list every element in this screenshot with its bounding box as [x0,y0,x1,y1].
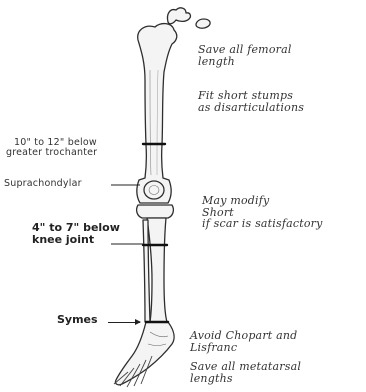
label-line: 4" to 7" below [32,222,120,234]
label-line: Save all metatarsal [190,361,301,373]
label-avoid-chopart: Avoid Chopart and Lisfranc [190,330,297,353]
bone-fragment [196,19,210,28]
label-save-metatarsal: Save all metatarsal lengths [190,361,301,384]
label-line: if scar is satisfactory [202,218,323,230]
label-line: Suprachondylar [4,179,82,189]
label-line: Fit short stumps [198,90,304,102]
label-may-modify: May modify Short if scar is satisfactory [202,195,323,230]
label-line: knee joint [32,234,120,246]
pelvis-fragment [167,8,190,24]
tibia-head [137,205,174,218]
label-line: greater trochanter [6,148,97,158]
label-save-femoral-length: Save all femoral length [198,44,292,67]
label-line: length [198,56,292,68]
label-line: May modify [202,195,323,207]
label-symes: Symes [57,314,98,326]
symes-arrow-icon [108,322,140,323]
label-line: Avoid Chopart and [190,330,297,342]
patella [144,181,164,199]
label-below-greater-trochanter: 10" to 12" below greater trochanter [6,138,97,158]
label-fit-short-stumps: Fit short stumps as disarticulations [198,90,304,113]
label-line: Lisfranc [190,342,297,354]
label-line: as disarticulations [198,102,304,114]
label-suprachondylar: Suprachondylar [4,179,82,189]
label-line: lengths [190,373,301,385]
label-line: Save all femoral [198,44,292,56]
femur-bone [137,24,177,203]
label-below-knee-joint: 4" to 7" below knee joint [32,222,120,245]
label-line: Symes [57,314,98,326]
